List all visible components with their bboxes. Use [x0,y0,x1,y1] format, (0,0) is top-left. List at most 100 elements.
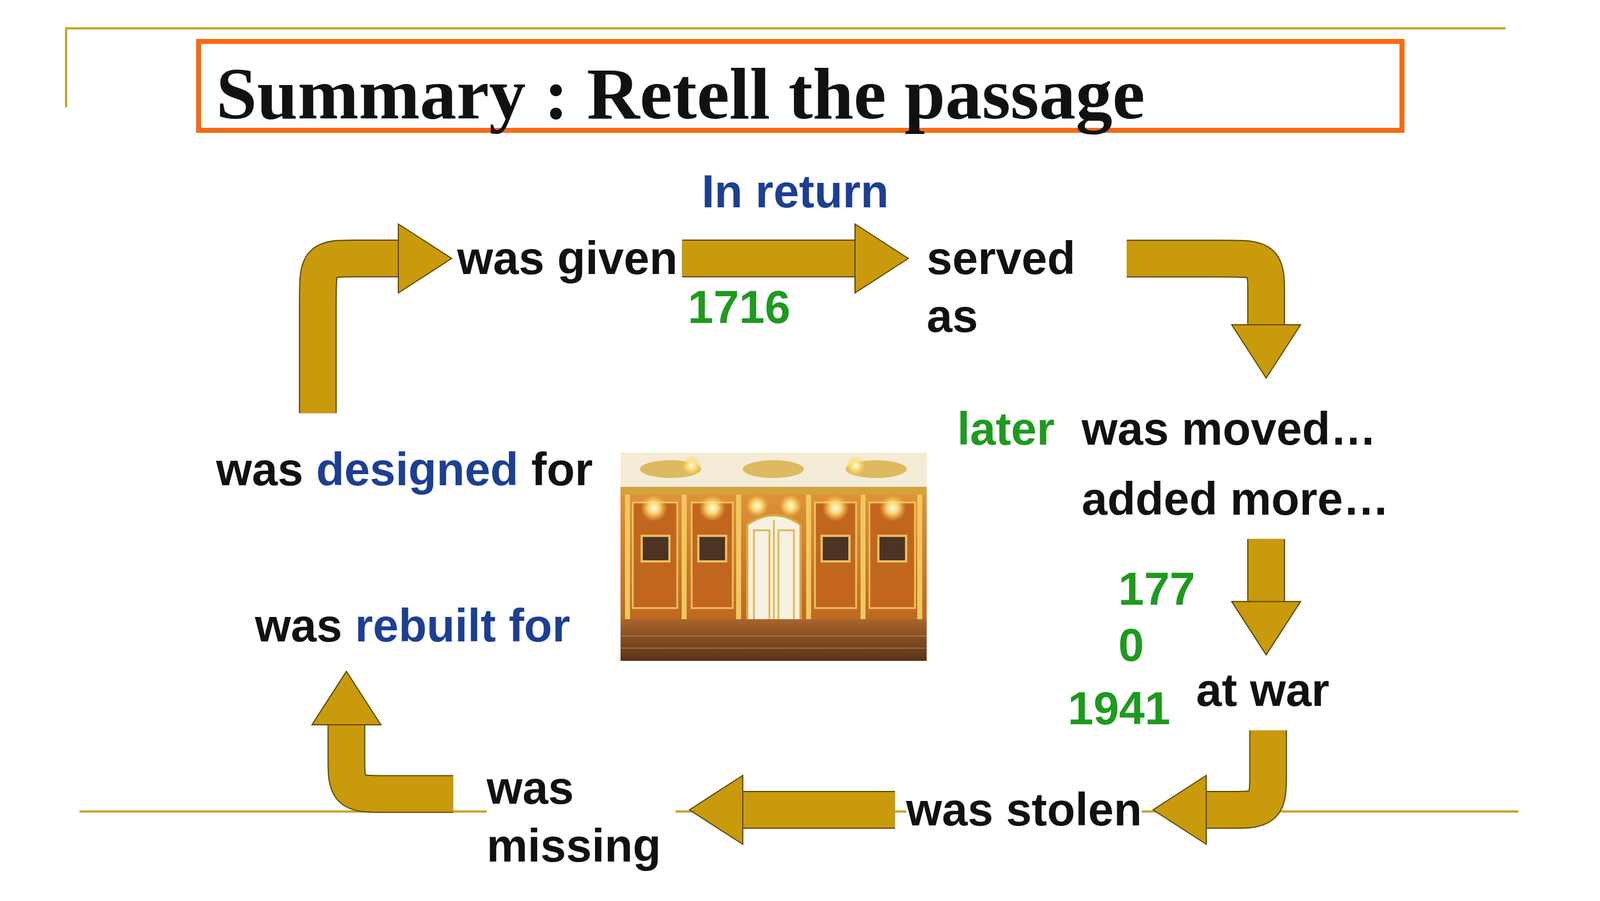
arrow-head [689,775,743,844]
word [1217,472,1230,525]
wall-lamp [879,494,907,522]
word: given [557,232,678,284]
ceiling-ornament [640,460,907,478]
wall-lamp [779,494,802,517]
word: was [486,761,574,814]
word [303,443,317,495]
arrow-head [1152,775,1207,844]
arrow-outline [1247,538,1285,603]
arrow-shaft [1205,730,1268,810]
label-holder: In return [701,163,889,220]
word [342,599,355,652]
year-label: 1716 [687,278,791,335]
arrow-shaft [346,723,454,794]
slide-title: Summary : Retell the passage [201,43,1400,131]
block-arrow [317,223,452,413]
block-arrow [1231,538,1301,655]
arrow-head [312,671,382,725]
word: served [926,232,1076,284]
year-label: 1941 [1067,680,1171,737]
step-text: served as [926,229,1094,345]
title-frame: Summary : Retell the passage [196,38,1405,133]
arrow-outline [682,239,857,278]
step-text: added more… [1081,470,1389,528]
word: war [1250,663,1330,716]
step-phrase: was moved… added more… [1081,400,1389,528]
block-arrow [689,775,895,844]
edge-label: In return [701,163,889,220]
word [1168,402,1182,455]
arrow-outline [317,258,400,413]
arrow-head [855,223,909,293]
arrow-head [1231,324,1301,378]
step-phrase: was stolen [906,780,1142,839]
step-phrase: was designed for [216,440,593,499]
step-text: at war [1196,661,1330,719]
word: for [531,443,593,495]
wall-lamp [822,494,849,522]
word: designed [316,443,519,495]
word: missing [486,819,662,872]
arrow-outline [1126,258,1267,326]
label-holder: 1941 [1067,680,1171,737]
word: was [906,783,994,835]
photo-cornice [620,486,927,495]
word [496,599,509,652]
word: moved… [1181,402,1377,455]
arrow-head [398,223,452,293]
step-phrase: served as [926,229,1094,345]
step-phrase: at war [1196,661,1330,719]
arrow-shaft [741,791,895,828]
arrow-outline [1205,730,1268,810]
chandelier [681,455,702,476]
word: was [1081,402,1169,455]
photo-floor [620,618,927,661]
step-text: was given [457,229,678,288]
white-door [747,515,801,630]
photo-ceiling [620,452,927,487]
word: more… [1230,472,1389,525]
arrow-shaft [682,240,857,277]
arrow-shaft [317,258,400,413]
word [544,232,558,284]
block-arrow [1152,730,1268,844]
time-word: later [957,400,1055,457]
step-text: was moved… [1081,400,1389,458]
label-holder: 177 0 [1118,560,1208,674]
step-phrase: was given [457,229,678,288]
floor-reflection [620,635,927,648]
arrow-outline [346,723,454,794]
word [993,783,1007,835]
word: was [255,599,343,652]
chandelier [845,455,866,476]
step-phrase: was missing [486,758,676,875]
arrow-shaft [1126,258,1267,326]
arrow-shaft [1248,538,1284,603]
photo-wall [620,452,927,661]
word: as [926,290,978,342]
word: was [457,232,545,284]
block-arrow [1126,258,1301,378]
wall-lamp [746,494,769,517]
amber-room-photo [620,452,927,661]
step-phrase: was rebuilt for [255,596,570,655]
word [518,443,532,495]
frame-rule [79,810,1519,813]
word: rebuilt [355,599,497,652]
step-text: was stolen [906,780,1142,839]
word [1237,663,1250,716]
word: added [1081,472,1218,525]
year-label: 177 0 [1118,560,1208,674]
step-text: was designed for [216,440,593,499]
word: for [508,599,571,652]
arrow-head [1231,601,1301,655]
word: was [216,443,304,495]
step-text: was missing [486,758,676,875]
word: stolen [1006,783,1142,835]
block-arrow [312,671,454,794]
arrow-outline [741,790,895,829]
step-text: was rebuilt for [255,596,570,655]
label-holder: later [957,400,1055,457]
wall-lamp [640,494,668,522]
label-holder: 1716 [687,278,791,335]
